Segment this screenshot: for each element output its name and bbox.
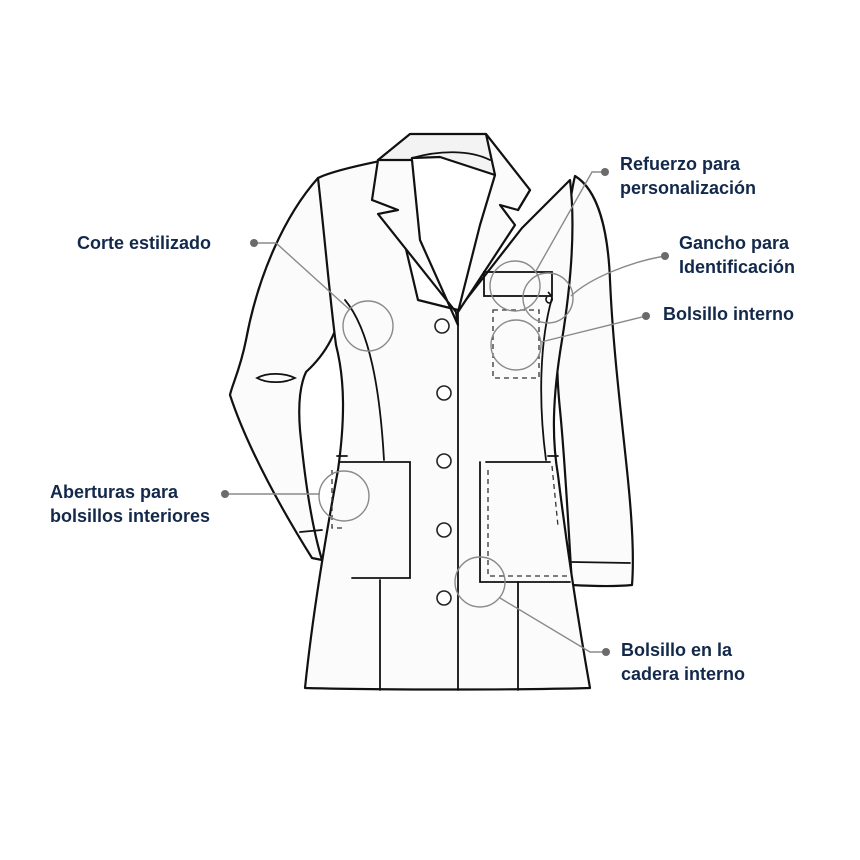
button-icon	[436, 590, 452, 606]
inner-chest-pocket	[492, 309, 540, 379]
callout-circle-icon	[490, 319, 542, 371]
callout-circle-icon	[522, 272, 574, 324]
callout-circle-icon	[342, 300, 394, 352]
callout-line-gancho	[570, 255, 666, 297]
callout-dot	[221, 490, 229, 498]
callout-dot	[601, 168, 609, 176]
label-line: Aberturas para	[50, 482, 179, 502]
button-icon	[436, 453, 452, 469]
callout-dot	[602, 648, 610, 656]
label-gancho-identificacion: Gancho para Identificación	[679, 231, 795, 279]
callout-line-cadera	[499, 597, 606, 653]
button-icon	[436, 385, 452, 401]
right-lapel	[456, 132, 532, 314]
label-bolsillo-cadera: Bolsillo en la cadera interno	[621, 638, 745, 686]
label-line: Bolsillo interno	[663, 304, 795, 324]
callout-circle-icon	[318, 470, 370, 522]
callout-dot	[250, 239, 258, 247]
label-line: cadera interno	[621, 664, 746, 684]
label-corte-estilizado: Corte estilizado	[77, 231, 211, 255]
label-line: Gancho para	[679, 233, 790, 253]
callout-circle-icon	[489, 260, 541, 312]
callout-line-bolsillo	[540, 315, 647, 343]
callout-line-refuerzo	[535, 171, 605, 272]
label-line: Corte estilizado	[77, 233, 212, 253]
label-line: Identificación	[679, 257, 796, 277]
button-icon	[436, 522, 452, 538]
id-hook-icon	[545, 291, 553, 304]
label-aberturas-bolsillos: Aberturas para bolsillos interiores	[50, 480, 210, 528]
coat-body	[303, 158, 592, 691]
label-line: personalización	[620, 178, 757, 198]
left-hip-pocket	[339, 461, 411, 579]
callout-line-corte	[254, 242, 351, 311]
right-hip-pocket	[479, 461, 571, 583]
callout-dot	[661, 252, 669, 260]
personalization-patch	[483, 271, 553, 297]
label-line: Refuerzo para	[620, 154, 741, 174]
button-icon	[434, 318, 450, 334]
label-refuerzo-personalizacion: Refuerzo para personalización	[620, 152, 756, 200]
label-bolsillo-interno: Bolsillo interno	[663, 302, 794, 326]
left-lapel	[370, 158, 460, 327]
callout-circle-icon	[454, 556, 506, 608]
label-line: Bolsillo en la	[621, 640, 733, 660]
label-line: bolsillos interiores	[50, 506, 211, 526]
callout-dot	[642, 312, 650, 320]
